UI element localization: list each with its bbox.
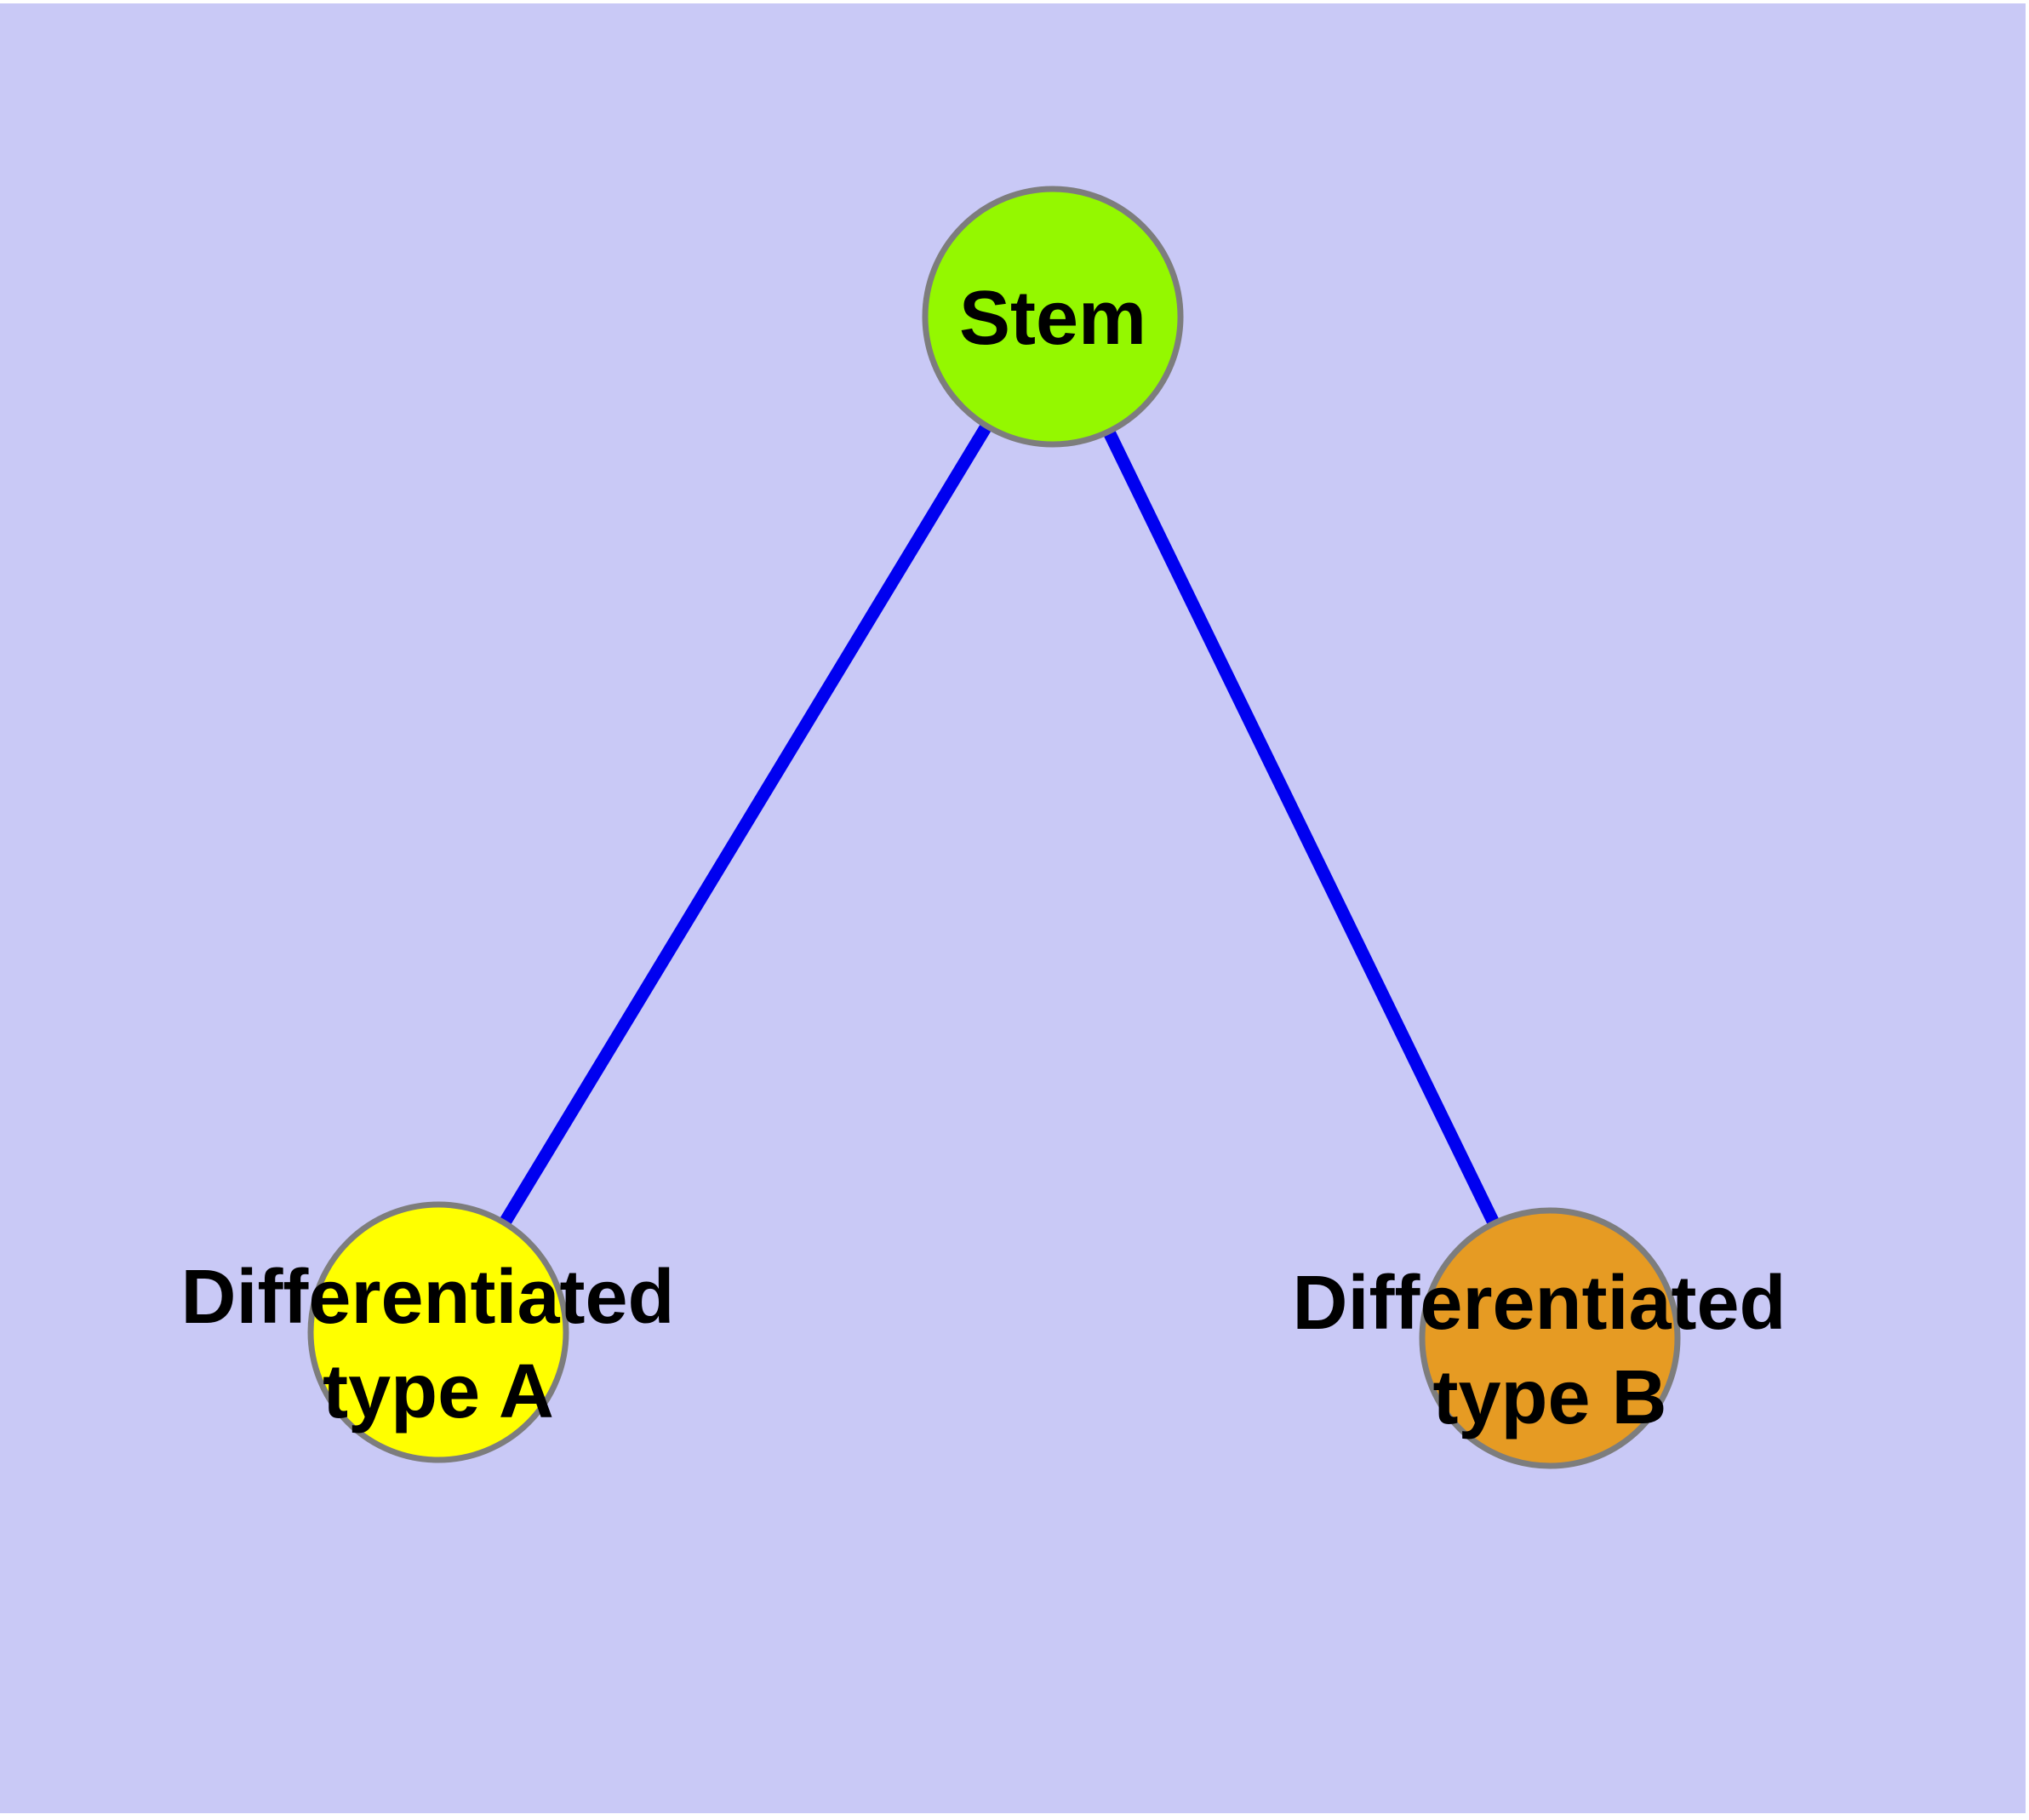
node-stem-label: Stem [959, 276, 1146, 361]
node-differentiated-type-a-label: Differentiated type A [180, 1255, 695, 1434]
edge-stem-to-type-a [432, 313, 1059, 1336]
node-stem[interactable]: Stem [922, 186, 1184, 448]
node-differentiated-type-a[interactable]: Differentiated type A [180, 1201, 695, 1463]
node-differentiated-type-b-label: Differentiated type B [1292, 1261, 1807, 1440]
node-differentiated-type-a-circle[interactable] [307, 1201, 569, 1463]
edge-stem-to-type-b [1047, 313, 1556, 1342]
node-differentiated-type-b-circle[interactable] [1419, 1207, 1681, 1469]
node-stem-circle[interactable] [922, 186, 1184, 448]
node-differentiated-type-b[interactable]: Differentiated type B [1292, 1207, 1807, 1469]
